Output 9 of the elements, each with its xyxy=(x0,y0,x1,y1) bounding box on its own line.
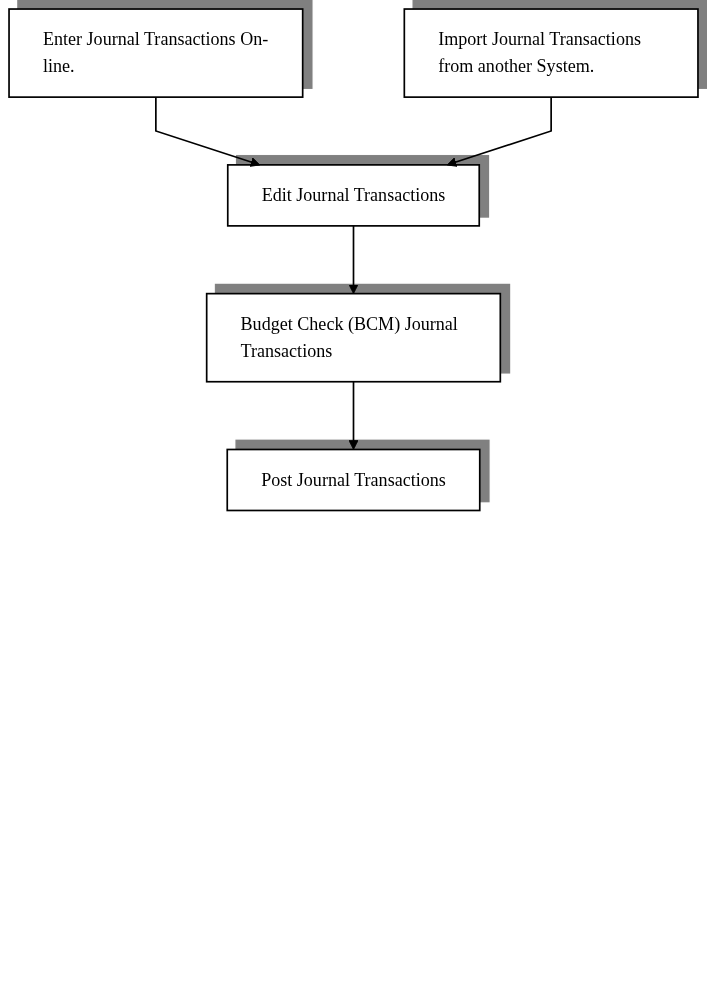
node-box: Edit Journal Transactions xyxy=(226,164,481,227)
node-box: Enter Journal Transactions On-line. xyxy=(8,8,304,98)
arrow xyxy=(446,96,552,167)
arrow xyxy=(348,225,359,295)
node-box: Import Journal Transactions from another System. xyxy=(403,8,699,98)
node-box: Budget Check (BCM) Journal Transactions xyxy=(205,292,502,383)
arrow xyxy=(348,380,359,450)
arrow xyxy=(155,96,261,167)
node-box: Post Journal Transactions xyxy=(226,448,481,512)
